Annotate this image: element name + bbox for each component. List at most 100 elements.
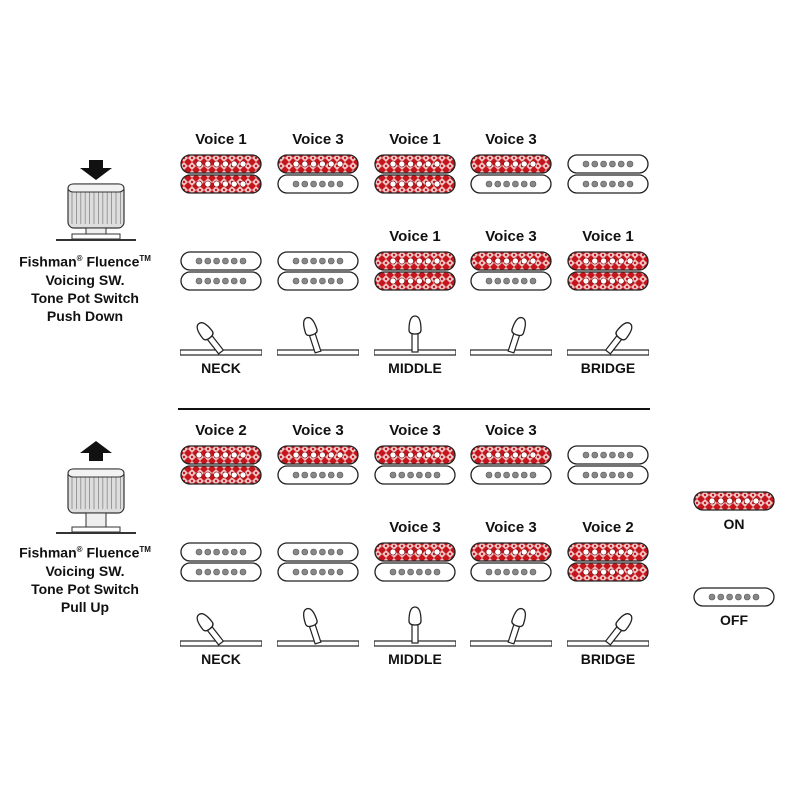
coil-off	[470, 174, 552, 194]
coil-off	[277, 174, 359, 194]
legend-off-label: OFF	[720, 612, 748, 628]
coil-off	[470, 271, 552, 291]
voice-label-bottom: Voice 1	[389, 228, 441, 245]
neck-pickup	[374, 154, 456, 194]
coil-on	[567, 542, 649, 562]
coil-on	[567, 271, 649, 291]
coil-off	[567, 154, 649, 174]
coil-on	[567, 562, 649, 582]
position-label-bridge: BRIDGE	[580, 651, 636, 667]
selector-switch-icon	[374, 315, 456, 356]
bridge-pickup	[277, 542, 359, 582]
position-label-neck: NECK	[201, 360, 241, 376]
legend-off-coil	[693, 587, 775, 607]
coil-on	[277, 154, 359, 174]
coil-on	[180, 154, 262, 174]
selector-switch-icon	[567, 322, 649, 356]
coil-off	[470, 562, 552, 582]
selector-switch-icon	[374, 606, 456, 647]
coil-on	[470, 251, 552, 271]
coil-on	[693, 491, 775, 511]
voice-label-top: Voice 3	[292, 422, 344, 439]
coil-off	[567, 445, 649, 465]
voice-label-top: Voice 2	[195, 422, 247, 439]
coil-off	[567, 174, 649, 194]
section-divider	[178, 408, 650, 410]
position-label-neck: NECK	[201, 651, 241, 667]
voice-label-bottom: Voice 2	[582, 519, 634, 536]
bridge-pickup	[374, 542, 456, 582]
voice-label-top: Voice 1	[389, 131, 441, 148]
coil-on	[374, 174, 456, 194]
legend-on-label: ON	[723, 516, 745, 532]
bridge-pickup	[180, 542, 262, 582]
position-label-middle: MIDDLE	[388, 360, 442, 376]
coil-off	[693, 587, 775, 607]
voice-label-bottom: Voice 3	[389, 519, 441, 536]
push-down-arrow-icon	[56, 160, 136, 241]
voice-label-top: Voice 3	[485, 422, 537, 439]
neck-pickup	[470, 154, 552, 194]
bridge-pickup	[567, 251, 649, 291]
neck-pickup	[567, 445, 649, 485]
coil-on	[470, 542, 552, 562]
voice-label-top: Voice 3	[389, 422, 441, 439]
coil-off	[277, 562, 359, 582]
coil-off	[470, 465, 552, 485]
coil-on	[567, 251, 649, 271]
selector-switch-icon	[470, 607, 552, 647]
coil-off	[567, 465, 649, 485]
coil-on	[374, 445, 456, 465]
coil-on	[180, 174, 262, 194]
neck-pickup	[180, 445, 262, 485]
coil-on	[374, 542, 456, 562]
coil-on	[470, 154, 552, 174]
bridge-pickup	[277, 251, 359, 291]
bridge-pickup	[567, 542, 649, 582]
coil-off	[180, 271, 262, 291]
bridge-pickup	[180, 251, 262, 291]
tone-knob-icon	[56, 183, 136, 241]
voice-label-top: Voice 3	[292, 131, 344, 148]
coil-on	[374, 271, 456, 291]
bridge-pickup	[374, 251, 456, 291]
coil-off	[374, 562, 456, 582]
neck-pickup	[374, 445, 456, 485]
position-label-bridge: BRIDGE	[580, 360, 636, 376]
coil-off	[180, 542, 262, 562]
coil-on	[374, 154, 456, 174]
selector-switch-icon	[277, 607, 359, 647]
coil-off	[374, 465, 456, 485]
coil-on	[180, 445, 262, 465]
bridge-pickup	[470, 542, 552, 582]
voice-label-bottom: Voice 3	[485, 228, 537, 245]
voice-label-top: Voice 3	[485, 131, 537, 148]
selector-switch-icon	[180, 322, 262, 356]
bridge-pickup	[470, 251, 552, 291]
pull-up-arrow-icon	[56, 441, 136, 534]
position-label-middle: MIDDLE	[388, 651, 442, 667]
coil-on	[374, 251, 456, 271]
coil-off	[180, 251, 262, 271]
coil-off	[277, 271, 359, 291]
tone-knob-icon	[56, 468, 136, 534]
coil-on	[180, 465, 262, 485]
neck-pickup	[180, 154, 262, 194]
selector-switch-icon	[180, 613, 262, 647]
neck-pickup	[277, 154, 359, 194]
voice-label-bottom: Voice 3	[485, 519, 537, 536]
selector-switch-icon	[567, 613, 649, 647]
coil-off	[180, 562, 262, 582]
selector-switch-icon	[277, 316, 359, 356]
voice-label-top: Voice 1	[195, 131, 247, 148]
neck-pickup	[567, 154, 649, 194]
coil-on	[470, 445, 552, 465]
neck-pickup	[277, 445, 359, 485]
coil-on	[277, 445, 359, 465]
legend-on-coil	[693, 491, 775, 511]
coil-off	[277, 465, 359, 485]
neck-pickup	[470, 445, 552, 485]
voice-label-bottom: Voice 1	[582, 228, 634, 245]
